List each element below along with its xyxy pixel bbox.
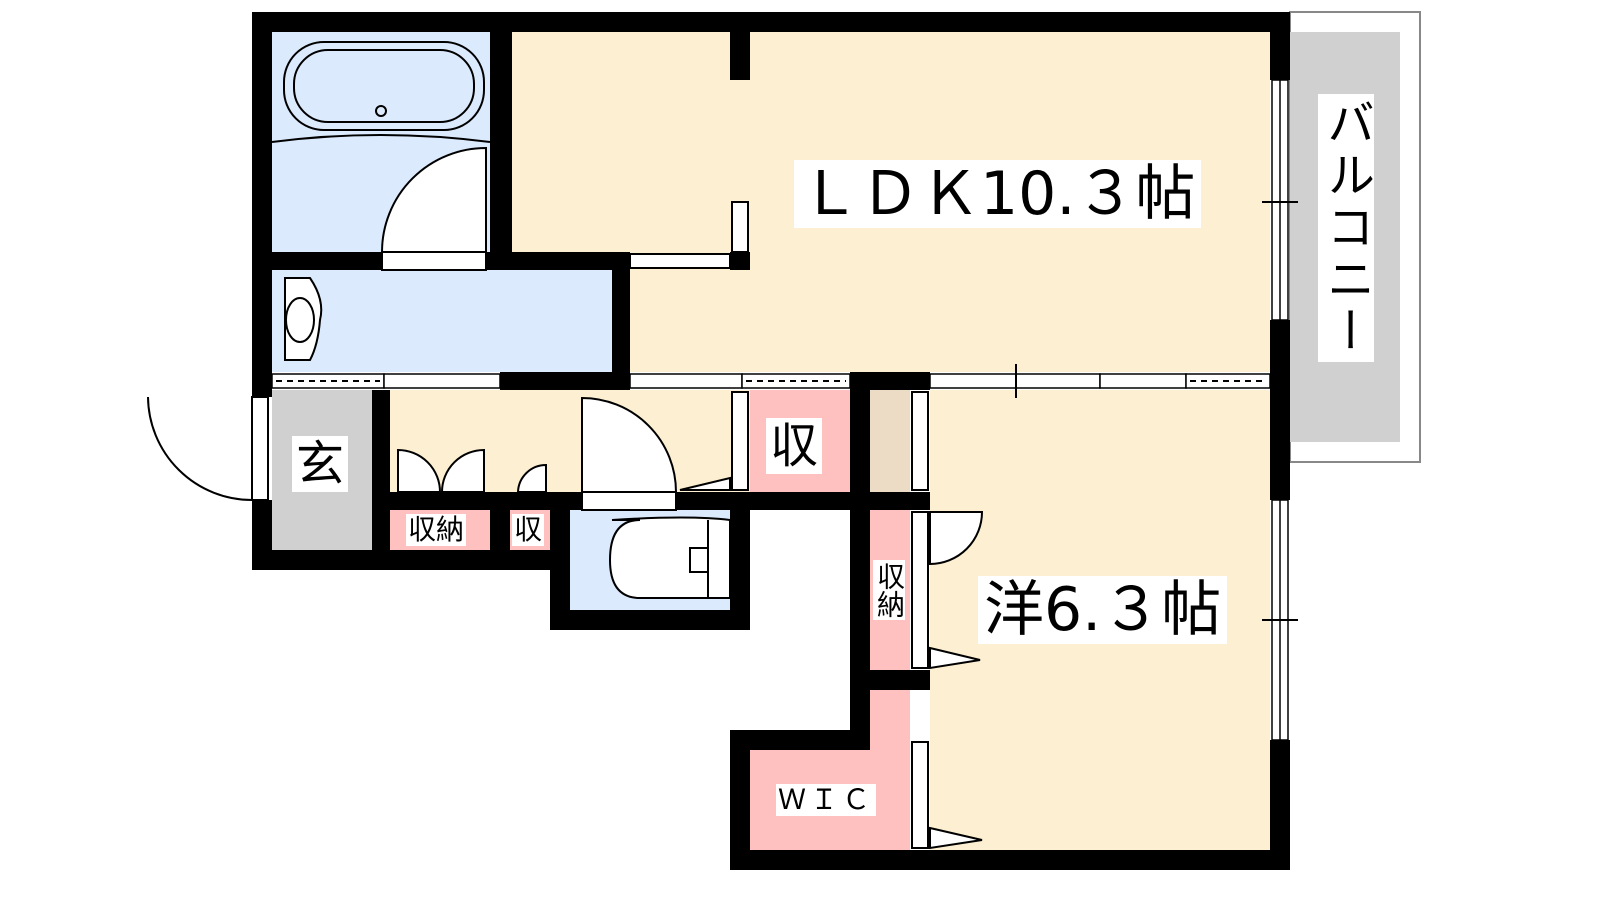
tan-storage-floor xyxy=(870,390,910,492)
washbasin xyxy=(284,277,323,361)
wic-floor-upper xyxy=(870,690,910,750)
entrance-label: 玄 xyxy=(292,436,349,492)
washroom-floor xyxy=(272,270,612,372)
bath-door[interactable] xyxy=(380,146,487,253)
hall-storage-label: 収 xyxy=(766,418,823,474)
wic-label: ＷＩＣ xyxy=(776,783,877,816)
toilet xyxy=(608,516,731,599)
closet-doors[interactable] xyxy=(397,448,485,493)
wic-door[interactable] xyxy=(911,741,929,849)
bathtub xyxy=(283,41,485,131)
hall-storage-door[interactable] xyxy=(731,391,749,491)
western-storage-door[interactable] xyxy=(911,511,929,669)
ldk-label: ＬＤＫ10.３帖 xyxy=(794,160,1202,228)
balcony-label: バルコニー xyxy=(1318,94,1374,362)
small-storage-label: 収 xyxy=(512,513,545,546)
western-storage-label: 収納 xyxy=(873,560,906,620)
entrance-door[interactable] xyxy=(147,396,253,502)
toilet-door[interactable] xyxy=(581,396,678,493)
small-storage-door[interactable] xyxy=(516,463,547,493)
windows xyxy=(1262,79,1298,741)
closet-label: 収納 xyxy=(406,513,467,546)
walls xyxy=(252,12,1290,870)
western-room-label: 洋6.３帖 xyxy=(978,576,1228,644)
